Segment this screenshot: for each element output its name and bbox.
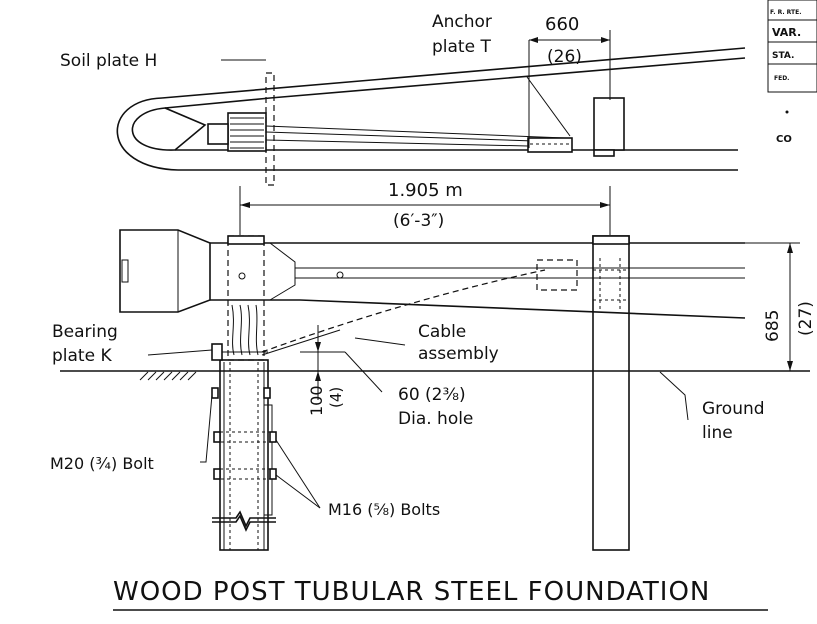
plan-lower-rail — [175, 149, 738, 171]
elevation-view — [60, 186, 810, 551]
hole-label-2: Dia. hole — [398, 409, 473, 429]
note-bullet — [785, 110, 789, 114]
cable-assembly — [261, 269, 546, 353]
dim-4-label: (4) — [327, 387, 345, 408]
title-block: F. R. RTE. VAR. STA. FED. CO — [767, 0, 817, 145]
plan-anchor-plate — [527, 137, 573, 153]
dim-100-label: 100 — [307, 385, 326, 416]
wood-post-top — [227, 235, 265, 245]
elevation-anchor-plate — [536, 259, 578, 291]
steel-foundation-tube — [219, 359, 269, 551]
ground-line-label-1: Ground — [702, 399, 765, 419]
bearing-plate-label-1: Bearing — [52, 322, 118, 342]
cable-assembly-label-2: assembly — [418, 344, 499, 364]
anchor-plate-label-1: Anchor — [432, 12, 492, 32]
title-block-row2: VAR. — [772, 26, 801, 39]
m20-bolt-label: M20 (¾) Bolt — [50, 454, 154, 473]
dim-spacing-m-label: 1.905 m — [388, 180, 463, 201]
right-post — [592, 235, 630, 551]
bearing-plate — [211, 343, 223, 361]
plan-anchor-block — [227, 112, 267, 152]
bearing-plate-label-2: plate K — [52, 346, 112, 366]
dim-spacing-ft-label: (6′-3″) — [393, 211, 444, 231]
dim-660-label: 660 — [545, 14, 579, 35]
m16-bolts-label: M16 (⅝) Bolts — [328, 500, 440, 519]
plan-post — [593, 97, 625, 151]
title-block-row4: FED. — [774, 75, 789, 82]
dim-685-label: 685 — [763, 310, 783, 342]
break-mark — [212, 510, 276, 528]
plan-rounded-end — [116, 97, 179, 171]
cable-assembly-label-1: Cable — [418, 322, 466, 342]
title-block-row1: F. R. RTE. — [770, 9, 802, 16]
dim-27-label: (27) — [796, 301, 816, 336]
drawing-title: WOOD POST TUBULAR STEEL FOUNDATION — [113, 577, 710, 607]
wood-post-upper — [227, 235, 265, 361]
plan-soil-plate — [265, 72, 275, 186]
anchor-plate-label-2: plate T — [432, 37, 491, 57]
title-block-row3: STA. — [772, 51, 794, 61]
m16-bolts — [213, 431, 277, 480]
dim-26-label: (26) — [547, 47, 582, 67]
terminal-head — [119, 229, 211, 313]
soil-plate-label: Soil plate H — [60, 51, 157, 71]
plan-view — [116, 30, 746, 186]
plan-upper-rail — [161, 47, 746, 109]
m20-bolt — [211, 387, 219, 399]
hole-label-1: 60 (2⅜) — [398, 385, 466, 405]
title-block-note: CO — [776, 134, 792, 145]
ground-line-label-2: line — [702, 423, 733, 443]
